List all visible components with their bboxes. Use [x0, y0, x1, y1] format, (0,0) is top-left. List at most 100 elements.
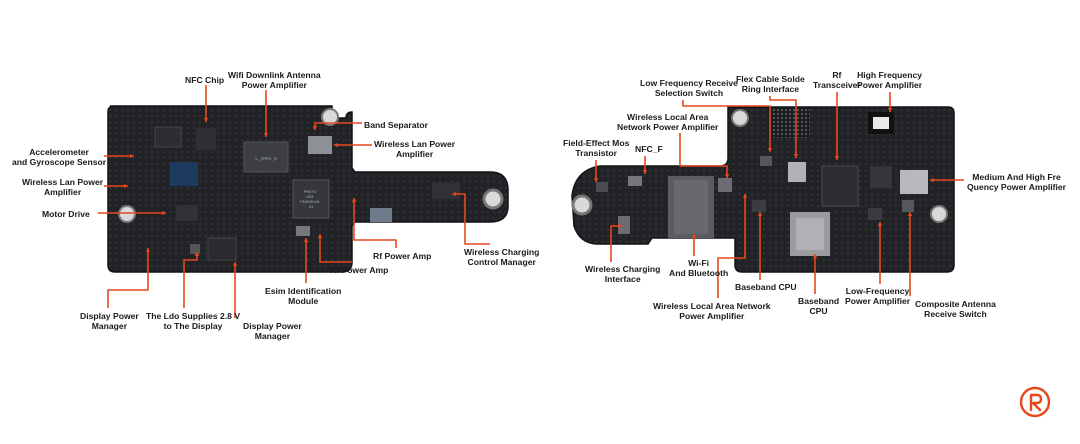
right-chip-cars	[902, 200, 914, 212]
left-chip-nfc	[196, 128, 216, 150]
arrowhead-wireless-charging-control	[452, 191, 456, 197]
label-wifi-downlink-amp: Wifi Downlink Antenna Power Amplifier	[228, 70, 321, 90]
left-board: L_ARRA_0 PM673 903 PEAK8018 41	[107, 105, 509, 273]
leader-ldo-supplies	[183, 252, 198, 308]
leader-low-freq-receive-switch	[682, 100, 771, 152]
right-mount-hole-2	[731, 109, 749, 127]
label-baseband-cpu-2: Baseband CPU	[798, 296, 840, 316]
right-chip-baseband-inner	[796, 218, 824, 250]
leader-wlan-network-amp-top	[679, 133, 728, 178]
right-chip-lfamp	[868, 208, 882, 220]
rf-line-3: PEAK8018	[300, 201, 320, 205]
arrowhead-ldo-supplies	[194, 252, 200, 256]
right-chip-fet	[596, 182, 608, 192]
right-chip-mhf	[900, 170, 928, 194]
arrowhead-rf-transceiver	[834, 156, 840, 160]
label-medium-high-freq-amp: Medium And High Fre Quency Power Amplifi…	[967, 172, 1067, 192]
right-chip-bb1	[752, 200, 766, 212]
right-mount-hole-1	[571, 194, 593, 216]
left-mount-hole-3	[482, 188, 504, 210]
arrowhead-motor-drive	[162, 210, 166, 216]
arrowhead-display-power-manager-2	[232, 262, 238, 266]
arrowhead-band-separator	[312, 126, 318, 130]
label-nfc-f: NFC_F	[635, 144, 663, 154]
arrowhead-wifi-bluetooth	[691, 234, 697, 238]
left-mount-hole-2	[321, 108, 339, 126]
label-rf-power-amp-1: Rf Power Amp	[373, 251, 432, 261]
right-chip-mhf-2	[870, 166, 892, 188]
arrowhead-nfc-chip	[203, 118, 209, 122]
label-composite-antenna-switch: Composite Antenna Receive Switch	[915, 299, 996, 319]
right-chip-transceiver	[821, 165, 859, 207]
right-board-outline	[571, 106, 955, 273]
brand-logo-icon	[1019, 386, 1051, 418]
arrowhead-wlan-network-amp-top	[724, 174, 730, 178]
label-wlan-network-amp-bottom: Wireless Local Area Network Power Amplif…	[653, 301, 771, 321]
rf-line-4: 41	[309, 206, 314, 210]
arrowhead-nfc-f	[642, 170, 648, 174]
arrowhead-wifi-downlink-amp	[263, 133, 269, 137]
label-wireless-charging-control: Wireless Charging Control Manager	[464, 247, 540, 267]
right-board	[571, 106, 955, 273]
arrowhead-wireless-lan-amp-left	[124, 183, 128, 189]
label-baseband-cpu-1: Baseband CPU	[735, 282, 797, 292]
left-chip-wlan	[308, 136, 332, 154]
arrowhead-wireless-charging-interface	[618, 223, 622, 229]
right-mount-hole-3	[930, 205, 948, 223]
left-chip-esim	[296, 226, 310, 236]
label-band-separator: Band Separator	[364, 120, 428, 130]
left-chip-blue	[170, 162, 198, 186]
right-chip-nfcf	[628, 176, 642, 186]
leader-rf-power-amp-1	[353, 198, 397, 248]
right-chip-lfs	[760, 156, 772, 166]
left-chip-ldo	[190, 244, 200, 254]
right-chip-wlan-top	[718, 178, 732, 192]
label-low-freq-amp: Low-Frequency Power Amplifier	[845, 286, 911, 306]
arrowhead-medium-high-freq-amp	[930, 177, 934, 183]
leader-rf-power-amp-2	[319, 234, 352, 263]
arrowhead-low-freq-amp	[877, 222, 883, 226]
left-mount-hole-1	[118, 205, 136, 223]
arrowhead-rf-power-amp-1	[351, 198, 357, 202]
label-rf-power-amp-2: Rf Power Amp	[330, 265, 389, 275]
label-nfc-chip: NFC Chip	[185, 75, 225, 85]
right-flex-pads	[768, 108, 810, 138]
label-wifi-bluetooth: Wi-Fi And Bluetooth	[669, 258, 729, 278]
arrowhead-rf-power-amp-2	[317, 234, 323, 238]
arrowhead-composite-antenna-switch	[907, 212, 913, 216]
label-esim: Esim Identification Module	[265, 286, 342, 306]
left-chip-lower	[207, 237, 237, 261]
arrowhead-flex-cable	[793, 154, 799, 158]
label-rf-transceiver: Rf Transceiver	[813, 70, 861, 90]
label-wireless-charging-interface: Wireless Charging Interface	[585, 264, 661, 284]
label-low-freq-receive-switch: Low Frequency Receive Selection Switch	[640, 78, 738, 98]
left-chip-silver	[370, 208, 392, 222]
arrowhead-baseband-cpu-2	[812, 254, 818, 258]
leader-wireless-charging-control	[452, 193, 490, 245]
arrowhead-esim	[303, 238, 309, 242]
label-accelerometer: Accelerometer and Gyroscope Sensor	[12, 147, 107, 167]
arrowhead-high-freq-amp	[887, 108, 893, 112]
left-chip-sensor	[154, 126, 182, 148]
leader-arrowheads	[124, 108, 934, 266]
right-chip-wci	[618, 216, 630, 234]
arrowhead-accelerometer	[130, 153, 134, 159]
leader-display-power-manager-1	[107, 248, 149, 308]
arrowhead-wlan-network-amp-bottom	[742, 194, 748, 198]
arrowhead-wireless-lan-amp-right	[334, 142, 338, 148]
rf-line-1: PM673	[304, 191, 317, 195]
arrowhead-fet-transistor	[593, 178, 599, 182]
left-chip-main-text: L_ARRA_0	[255, 156, 277, 162]
leader-wlan-network-amp-bottom	[717, 194, 746, 298]
left-chip-rf	[292, 179, 330, 219]
right-chip-flex	[788, 162, 806, 182]
label-flex-cable: Flex Cable Solde Ring Interface	[736, 74, 805, 94]
label-wlan-network-amp-top: Wireless Local Area Network Power Amplif…	[617, 112, 719, 132]
label-wireless-lan-amp-left: Wireless Lan Power Amplifier	[22, 177, 104, 197]
label-wireless-lan-amp-right: Wireless Lan Power Amplifier	[374, 139, 456, 159]
right-chip-hf-inner	[873, 117, 889, 129]
right-chip-wifi-bt-inner	[674, 180, 708, 234]
arrowhead-display-power-manager-1	[145, 248, 151, 252]
